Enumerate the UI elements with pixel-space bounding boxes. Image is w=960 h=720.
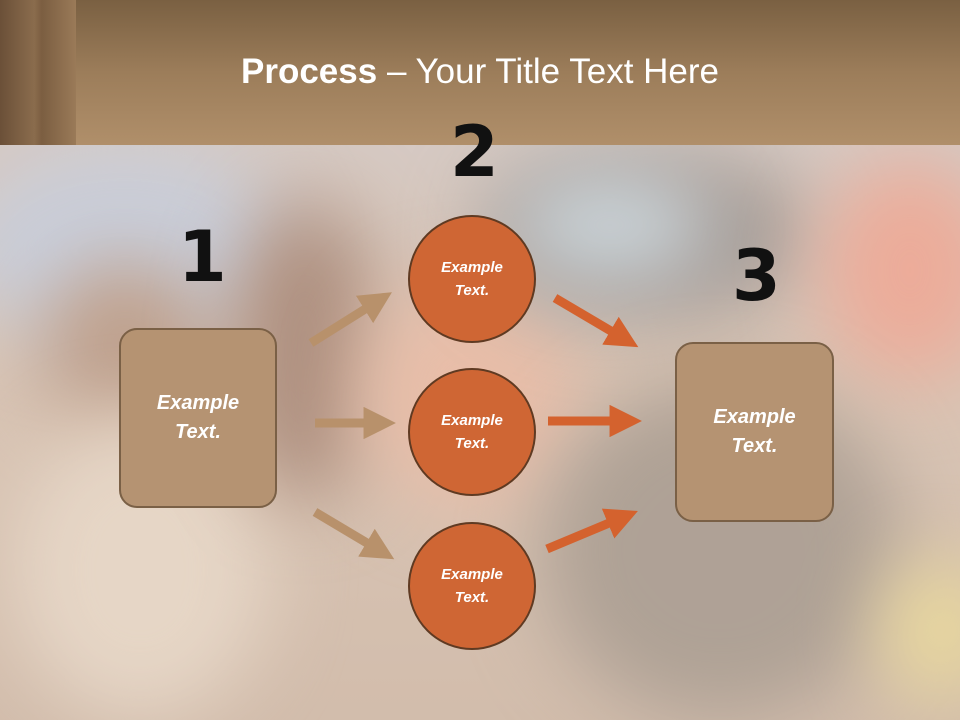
step-2-circle-top: Example Text. xyxy=(408,215,536,343)
step-1-text-line1: Example xyxy=(156,392,240,414)
step-1-box: Example Text. xyxy=(119,328,277,508)
step-number-2: 2 xyxy=(450,111,499,193)
circle-top-line1: Example xyxy=(441,259,503,276)
step-1-text-line2: Text. xyxy=(175,421,221,443)
step-number-1: 1 xyxy=(178,216,227,298)
circle-top-line2: Text. xyxy=(454,282,490,299)
step-3-text-line2: Text. xyxy=(731,435,778,457)
title-bar-accent xyxy=(0,0,76,145)
circle-middle-line1: Example xyxy=(441,412,503,429)
title-bar xyxy=(0,0,960,145)
step-2-circle-middle: Example Text. xyxy=(408,368,536,496)
title-rest: – Your Title Text Here xyxy=(377,52,719,91)
slide-title: Process – Your Title Text Here xyxy=(0,52,960,92)
arrow-1-to-circle-top xyxy=(308,292,392,347)
circle-bottom-line1: Example xyxy=(441,566,503,583)
step-2-circle-bottom: Example Text. xyxy=(408,522,536,650)
circle-middle-line2: Text. xyxy=(454,435,490,452)
arrow-circle-bottom-to-3 xyxy=(545,508,638,554)
circle-bottom-line2: Text. xyxy=(454,589,490,606)
step-number-3: 3 xyxy=(732,235,781,317)
title-bold: Process xyxy=(241,52,378,91)
step-3-text-line1: Example xyxy=(713,406,796,428)
arrow-1-to-circle-bottom xyxy=(312,508,395,560)
arrow-circle-top-to-3 xyxy=(552,294,639,348)
step-3-box: Example Text. xyxy=(675,342,834,522)
